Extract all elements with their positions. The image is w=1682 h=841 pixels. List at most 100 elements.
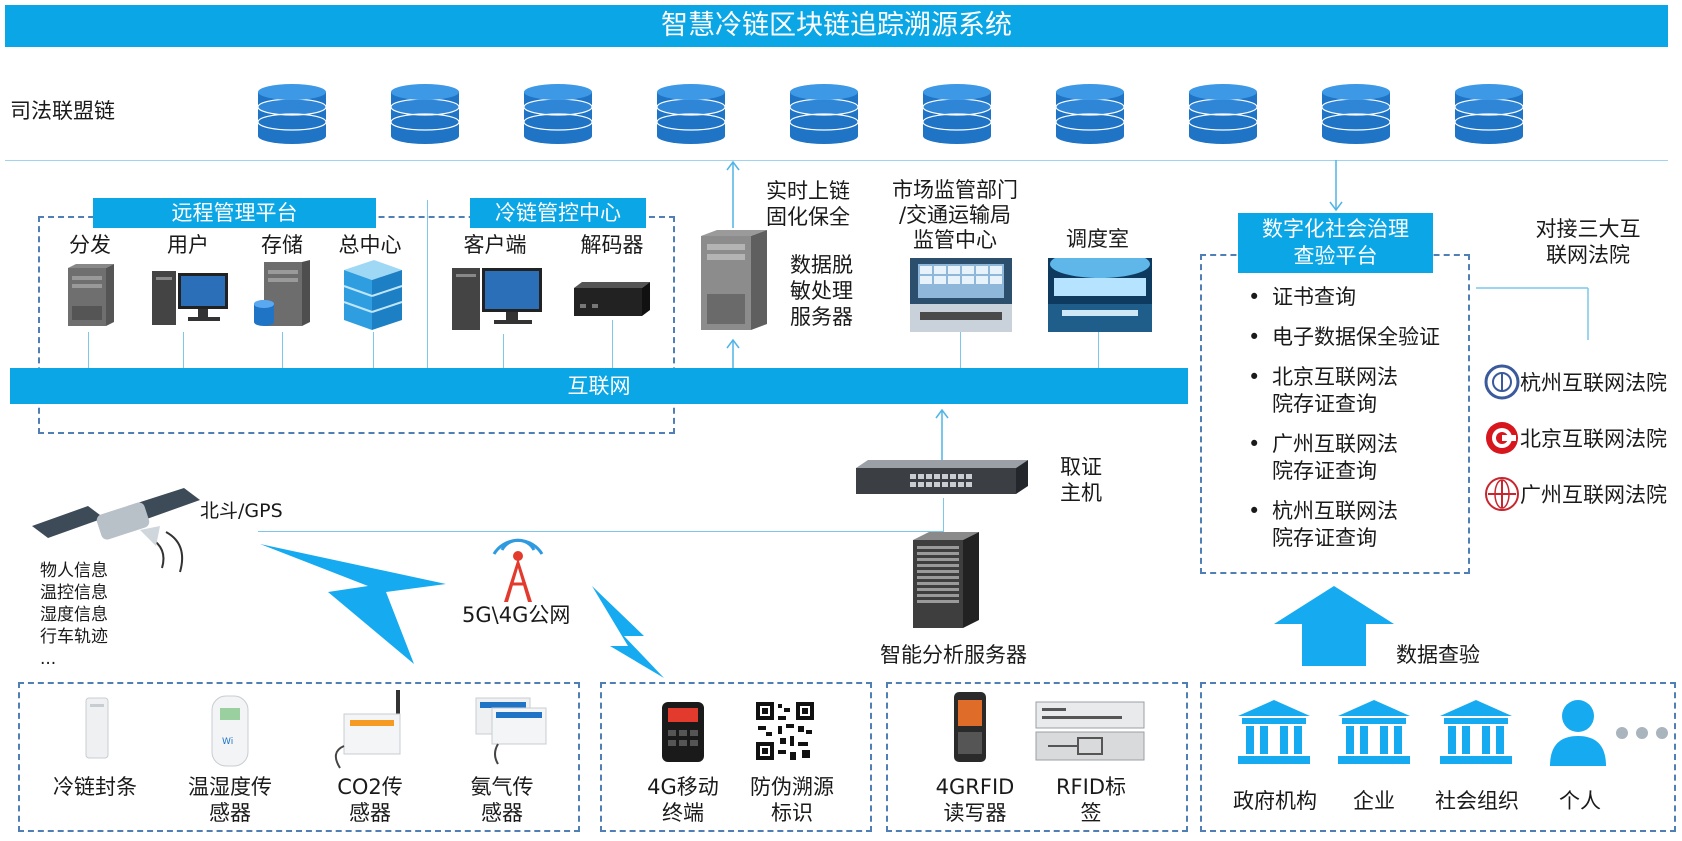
- desensitization-server-icon: [701, 230, 767, 330]
- temperature-humidity-sensor-icon: Wi: [211, 695, 249, 767]
- sensor-label: 氨气传 感器: [470, 775, 534, 825]
- rfid-label: 4GRFID 读写器: [935, 775, 1015, 825]
- sensor-label: 温湿度传 感器: [188, 775, 272, 825]
- users-box: [1200, 682, 1676, 832]
- client-computer-icon: [452, 268, 542, 330]
- rfid-label: RFID标 签: [1055, 775, 1127, 825]
- control-item-label: 客户端: [463, 233, 527, 257]
- analysis-server-icon: [913, 532, 979, 628]
- data-check-up-arrow: [1274, 586, 1394, 666]
- supervision-label: 市场监管部门 /交通运输局 监管中心: [892, 178, 1018, 252]
- courts-header: 对接三大互 联网法院: [1535, 217, 1641, 267]
- database-icon: [1321, 84, 1390, 144]
- governance-list: 证书查询 电子数据保全验证 北京互联网法 院存证查询 广州互联网法 院存证查询 …: [1238, 284, 1468, 565]
- rfid-box: [886, 682, 1188, 832]
- database-icon: [656, 84, 725, 144]
- database-icon: [257, 84, 326, 144]
- user-type-label: 企业: [1353, 789, 1395, 813]
- database-icon: [1454, 84, 1523, 144]
- satellite-icon: [32, 488, 200, 573]
- court-connector: [1476, 287, 1589, 340]
- group-separator: [427, 200, 428, 368]
- uplink-arrows: [726, 160, 740, 368]
- government-building-icon: [1238, 700, 1310, 764]
- enterprise-building-icon: [1338, 700, 1410, 764]
- connector-line: [943, 498, 944, 532]
- list-item: 北京互联网法 院存证查询: [1238, 364, 1468, 418]
- remote-item-label: 总中心: [338, 233, 402, 257]
- lightning-right-icon: [592, 586, 664, 678]
- beijing-court-logo-icon: [1486, 422, 1518, 454]
- qr-code-icon: [754, 700, 816, 762]
- database-icon: [1188, 84, 1257, 144]
- connector-line: [183, 332, 184, 368]
- list-item: 证书查询: [1238, 284, 1468, 311]
- chain-down-arrow: [1329, 160, 1343, 212]
- list-item: 广州互联网法 院存证查询: [1238, 431, 1468, 485]
- connector-line: [612, 320, 613, 368]
- hangzhou-court-logo-icon: [1484, 364, 1520, 400]
- database-icon: [1055, 84, 1124, 144]
- satellite-link-line: [258, 531, 944, 532]
- co2-sensor-icon: [334, 690, 401, 769]
- list-item: 电子数据保全验证: [1238, 324, 1468, 351]
- lightning-left-icon: [260, 544, 446, 664]
- decoder-icon: [574, 282, 650, 316]
- dispatch-room-image: [1048, 258, 1152, 332]
- host-up-arrow: [935, 408, 949, 466]
- connector-line: [373, 332, 374, 368]
- sensor-label: 冷链封条: [53, 775, 137, 799]
- analysis-server-label: 智能分析服务器: [880, 643, 1027, 667]
- cell-tower-icon: [492, 538, 544, 602]
- guangzhou-court-logo-icon: [1485, 477, 1519, 511]
- internet-bar: 互联网: [10, 368, 1188, 404]
- database-icon: [789, 84, 858, 144]
- remote-item-label: 存储: [261, 233, 303, 257]
- user-type-label: 个人: [1559, 789, 1601, 813]
- connector-line: [503, 334, 504, 368]
- database-icon: [523, 84, 592, 144]
- rfid-tag-icon: [1035, 701, 1145, 761]
- remote-item-label: 分发: [69, 233, 111, 257]
- rfid-reader-icon: [954, 692, 986, 762]
- user-type-label: 社会组织: [1435, 789, 1519, 813]
- svg-text:Wi: Wi: [222, 737, 233, 747]
- storage-server-icon: [254, 260, 310, 326]
- desktop-computer-icon: [152, 271, 228, 325]
- terminals-box: [600, 682, 872, 832]
- remote-item-label: 用户: [167, 233, 209, 257]
- evidence-host-label: 取证 主机: [1060, 455, 1102, 505]
- database-icon: [922, 84, 991, 144]
- data-check-label: 数据查验: [1396, 643, 1480, 667]
- list-item: 杭州互联网法 院存证查询: [1238, 498, 1468, 552]
- more-dots-icon: [1616, 727, 1668, 739]
- connector-line: [960, 332, 961, 368]
- connector-line: [1098, 332, 1099, 368]
- mobile-terminal-icon: [662, 702, 704, 762]
- sensor-label: CO2传 感器: [337, 775, 403, 825]
- database-icon: [390, 84, 459, 144]
- dispatch-label: 调度室: [1066, 227, 1129, 251]
- court-name: 广州互联网法院: [1520, 483, 1667, 507]
- remote-platform-title: 远程管理平台: [93, 198, 376, 228]
- server-tower-icon: [68, 264, 114, 326]
- data-center-icon: [343, 260, 403, 330]
- vehicle-info: 物人信息 温控信息 湿度信息 行车轨迹 ...: [40, 561, 108, 669]
- network-switch-icon: [856, 460, 1028, 494]
- cold-chain-seal-icon: [85, 697, 109, 759]
- control-center-title: 冷链管控中心: [470, 198, 646, 228]
- uplink-label: 实时上链 固化保全: [766, 179, 850, 229]
- monitoring-center-image: [910, 258, 1012, 332]
- terminal-label: 防伪溯源 标识: [750, 775, 834, 825]
- court-name: 北京互联网法院: [1520, 427, 1667, 451]
- satellite-label: 北斗/GPS: [200, 500, 283, 522]
- social-organization-building-icon: [1440, 700, 1512, 764]
- network-label: 5G\4G公网: [462, 603, 571, 627]
- desensitization-server-label: 数据脱 敏处理 服务器: [790, 253, 853, 329]
- terminal-label: 4G移动 终端: [647, 775, 719, 825]
- user-type-label: 政府机构: [1233, 789, 1317, 813]
- sensors-box: [18, 682, 580, 832]
- connector-line: [88, 332, 89, 368]
- governance-title: 数字化社会治理 查验平台: [1238, 213, 1433, 273]
